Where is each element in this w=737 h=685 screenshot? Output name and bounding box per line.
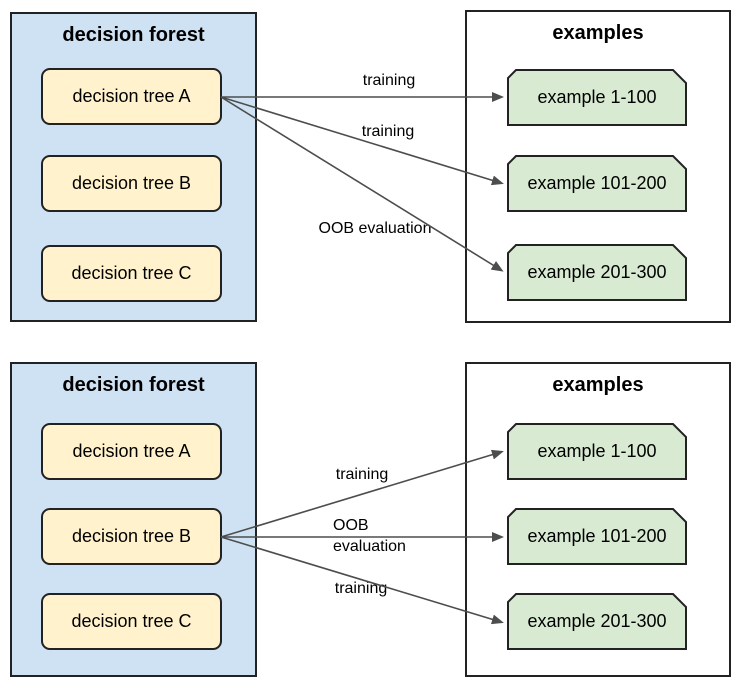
tree-label: decision tree A	[72, 441, 191, 461]
card-shape	[507, 69, 687, 126]
example-box-2-top: example 101-200	[507, 155, 687, 212]
tree-box-c-top: decision tree C	[41, 245, 222, 302]
examples-panel-top: examples example 1-100 example 101-200 e…	[465, 10, 731, 323]
card-shape	[507, 593, 687, 650]
tree-label: decision tree B	[71, 173, 192, 193]
arrow-label-training-2-bottom: training	[334, 580, 388, 597]
examples-panel-bottom: examples example 1-100 example 101-200 e…	[465, 362, 731, 677]
examples-title-bottom: examples	[552, 374, 644, 396]
example-label: example 101-200	[527, 173, 667, 193]
forest-title-bottom: decision forest	[62, 374, 205, 396]
arrow-label-training-2-top: training	[361, 123, 415, 140]
tree-label: decision tree B	[71, 526, 192, 546]
example-label: example 201-300	[527, 262, 667, 282]
tree-box-b-top: decision tree B	[41, 155, 222, 212]
card-shape	[507, 508, 687, 565]
tree-box-c-bottom: decision tree C	[41, 593, 222, 650]
example-box-3-top: example 201-300	[507, 244, 687, 301]
tree-box-a-top: decision tree A	[41, 68, 222, 125]
card-shape	[507, 423, 687, 480]
arrow-label-oob-top: OOB evaluation	[318, 220, 432, 237]
tree-label: decision tree A	[72, 86, 191, 106]
forest-title-top: decision forest	[62, 24, 205, 46]
tree-label: decision tree C	[71, 611, 192, 631]
arrow-label-training-1-bottom: training	[335, 466, 389, 483]
example-label: example 1-100	[537, 87, 657, 107]
card-shape	[507, 155, 687, 212]
example-label: example 101-200	[527, 526, 667, 546]
forest-panel-bottom: decision forest decision tree A decision…	[10, 362, 257, 677]
example-box-1-bottom: example 1-100	[507, 423, 687, 480]
example-label: example 201-300	[527, 611, 667, 631]
example-box-2-bottom: example 101-200	[507, 508, 687, 565]
card-shape	[507, 244, 687, 301]
example-box-3-bottom: example 201-300	[507, 593, 687, 650]
tree-box-b-bottom: decision tree B	[41, 508, 222, 565]
arrow-label-training-1-top: training	[362, 72, 416, 89]
example-label: example 1-100	[537, 441, 657, 461]
examples-title-top: examples	[552, 22, 644, 44]
example-box-1-top: example 1-100	[507, 69, 687, 126]
tree-label: decision tree C	[71, 263, 192, 283]
tree-box-a-bottom: decision tree A	[41, 423, 222, 480]
forest-panel-top: decision forest decision tree A decision…	[10, 12, 257, 322]
arrow-label-oob-bottom: OOB evaluation	[333, 517, 406, 555]
